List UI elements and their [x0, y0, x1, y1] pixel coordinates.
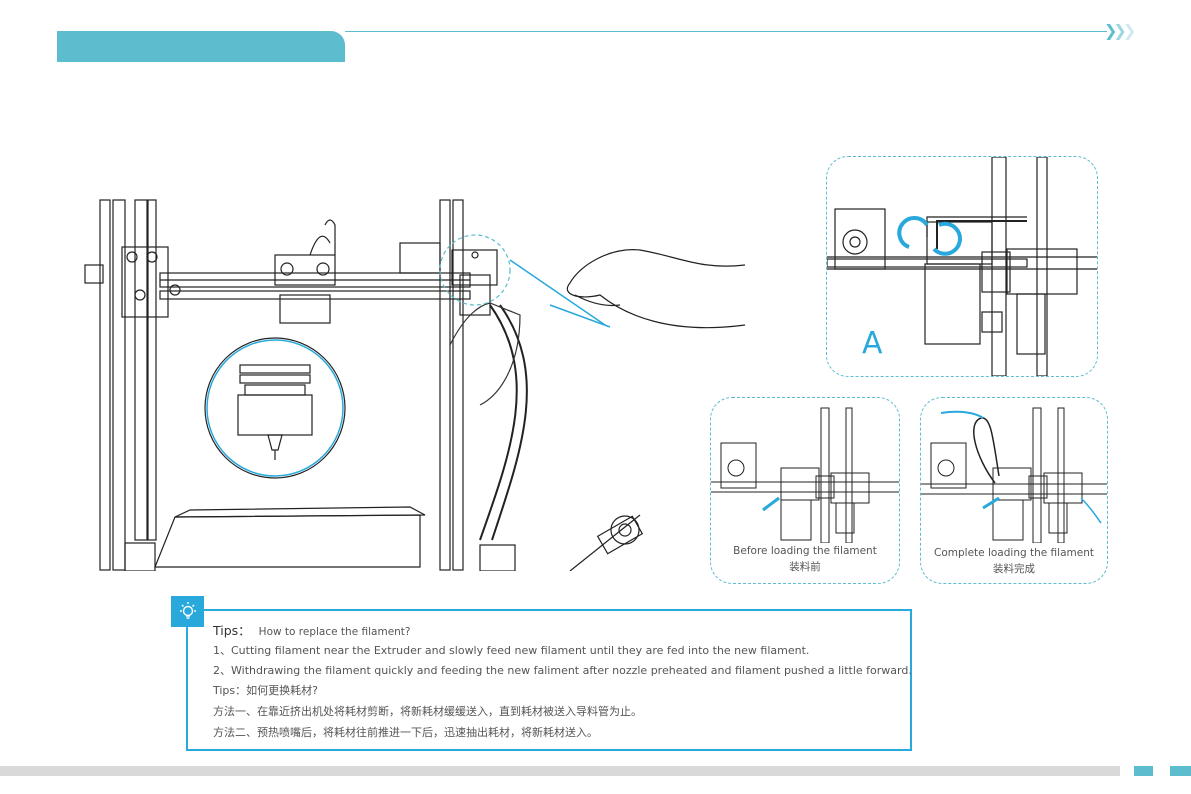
tips-title: Tips：: [213, 623, 251, 638]
tips-line-2: 2、Withdrawing the filament quickly and f…: [213, 664, 912, 677]
caption-before-en: Before loading the filament: [733, 545, 877, 557]
tips-heading: Tips： How to replace the filament?: [213, 620, 411, 639]
inset-extruder-closeup: [826, 156, 1098, 377]
inset-before-loading: Before loading the filament 装料前: [710, 397, 900, 584]
caption-after-zh: 装料完成: [993, 563, 1035, 575]
before-loading-drawing: [711, 407, 899, 543]
after-loading-drawing: [921, 407, 1107, 543]
tips-line-3: Tips：如何更换耗材?: [213, 684, 318, 697]
inset-after-loading: Complete loading the filament 装料完成: [920, 397, 1108, 584]
inset-label-a: A: [862, 326, 883, 361]
footer-marker-2: [1170, 766, 1191, 776]
printer-illustration: [84, 199, 746, 571]
extruder-closeup-drawing: [827, 157, 1097, 376]
tips-line-5: 方法二、预热喷嘴后，将耗材往前推进一下后，迅速抽出耗材，将新耗材送入。: [213, 726, 598, 739]
chevron-right-icon: ❯❯❯: [1104, 21, 1136, 40]
footer-bar: [0, 766, 1120, 776]
section-header-tab: [57, 31, 345, 62]
tips-question: How to replace the filament?: [258, 626, 411, 638]
caption-before-zh: 装料前: [789, 561, 821, 573]
footer-marker-1: [1134, 766, 1153, 776]
tips-box: Tips： How to replace the filament? 1、Cutt…: [186, 609, 912, 751]
caption-after-en: Complete loading the filament: [934, 547, 1094, 559]
tips-line-1: 1、Cutting filament near the Extruder and…: [213, 644, 810, 657]
lightbulb-icon: [171, 596, 204, 627]
tips-line-4: 方法一、在靠近挤出机处将耗材剪断，将新耗材缓缓送入，直到耗材被送入导料管为止。: [213, 705, 642, 718]
header-rule: [345, 31, 1107, 32]
